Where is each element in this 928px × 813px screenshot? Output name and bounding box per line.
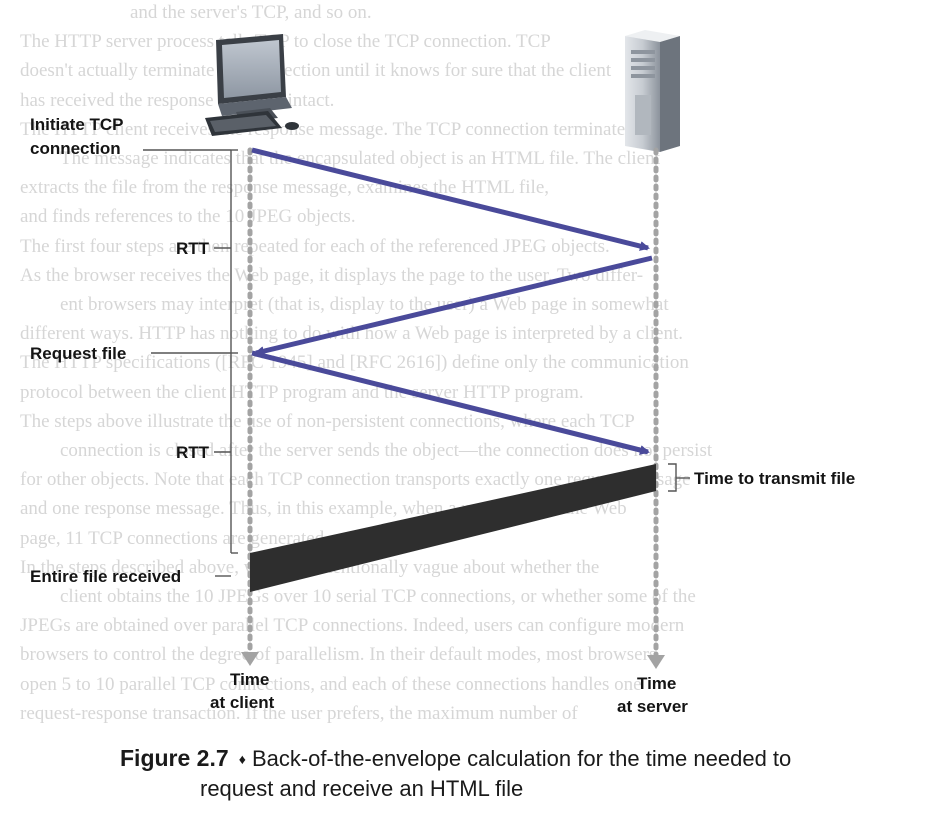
caption-diamond-icon: ♦ (238, 751, 246, 767)
time-at-client-label-2: at client (210, 693, 275, 712)
file-transmission-band (250, 464, 656, 592)
server-tower-icon (625, 30, 680, 152)
transmit-bracket (668, 463, 677, 492)
background-body-text: and the server's TCP, and so on. The HTTP… (20, 2, 713, 724)
rtt-label-2: RTT (176, 443, 210, 462)
background-text-line: The HTTP specifications ([RFC 1945] and … (20, 352, 689, 374)
background-text-line: JPEGs are obtained over parallel TCP con… (20, 615, 685, 637)
rtt-label-1: RTT (176, 239, 210, 258)
background-text-line: ent browsers may interpret (that is, dis… (60, 294, 669, 315)
client-timeline-arrowhead (241, 652, 259, 666)
background-text-line: connection is closed after the server se… (60, 440, 713, 461)
initiate-tcp-label-2: connection (30, 139, 121, 158)
entire-file-received-label: Entire file received (30, 567, 181, 586)
background-text-line: browsers to control the degree of parall… (20, 644, 657, 666)
background-text-line: for other objects. Note that each TCP co… (20, 469, 691, 491)
background-text-line: The message indicates that the encapsula… (60, 148, 660, 169)
synack-arrow (254, 255, 653, 356)
desktop-computer-icon (205, 34, 299, 136)
background-text-line: The first four steps are then repeated f… (20, 235, 610, 257)
time-at-server-label-2: at server (617, 697, 688, 716)
figure-number: Figure 2.7 (120, 745, 229, 771)
figure-caption: Figure 2.7 ♦ Back-of-the-envelope calcula… (120, 744, 910, 803)
caption-text-line-1: Back-of-the-envelope calculation for the… (251, 746, 792, 771)
request-arrow (251, 350, 650, 455)
background-text-line: request-response transaction. If the use… (20, 702, 578, 724)
background-text-line: The steps above illustrate the use of no… (20, 410, 635, 432)
request-file-label: Request file (30, 344, 126, 363)
background-text-line: open 5 to 10 parallel TCP connections, a… (20, 673, 642, 695)
initiate-tcp-label-1: Initiate TCP (30, 115, 124, 134)
background-text-line: protocol between the client HTTP program… (20, 381, 584, 403)
background-text-line: and the server's TCP, and so on. (130, 2, 372, 23)
background-text-line: and finds references to the 10 JPEG obje… (20, 206, 356, 228)
time-at-client-label-1: Time (230, 670, 269, 689)
time-to-transmit-label: Time to transmit file (694, 469, 855, 488)
background-text-line: page, 11 TCP connections are generated. (20, 527, 329, 549)
server-timeline-arrowhead (647, 655, 665, 669)
syn-arrow (251, 147, 650, 251)
background-text-line: doesn't actually terminate the connectio… (20, 60, 612, 82)
background-text-line: client obtains the 10 JPEGs over 10 seri… (60, 586, 696, 607)
background-text-line: different ways. HTTP has nothing to do w… (20, 323, 683, 345)
time-at-server-label-1: Time (637, 674, 676, 693)
caption-text-line-2: request and receive an HTML file (200, 776, 524, 801)
background-text-line: The HTTP client receives the response me… (20, 118, 638, 140)
background-text-line: As the browser receives the Web page, it… (20, 264, 644, 286)
background-text-line: The HTTP server process tells TCP to clo… (20, 31, 551, 53)
